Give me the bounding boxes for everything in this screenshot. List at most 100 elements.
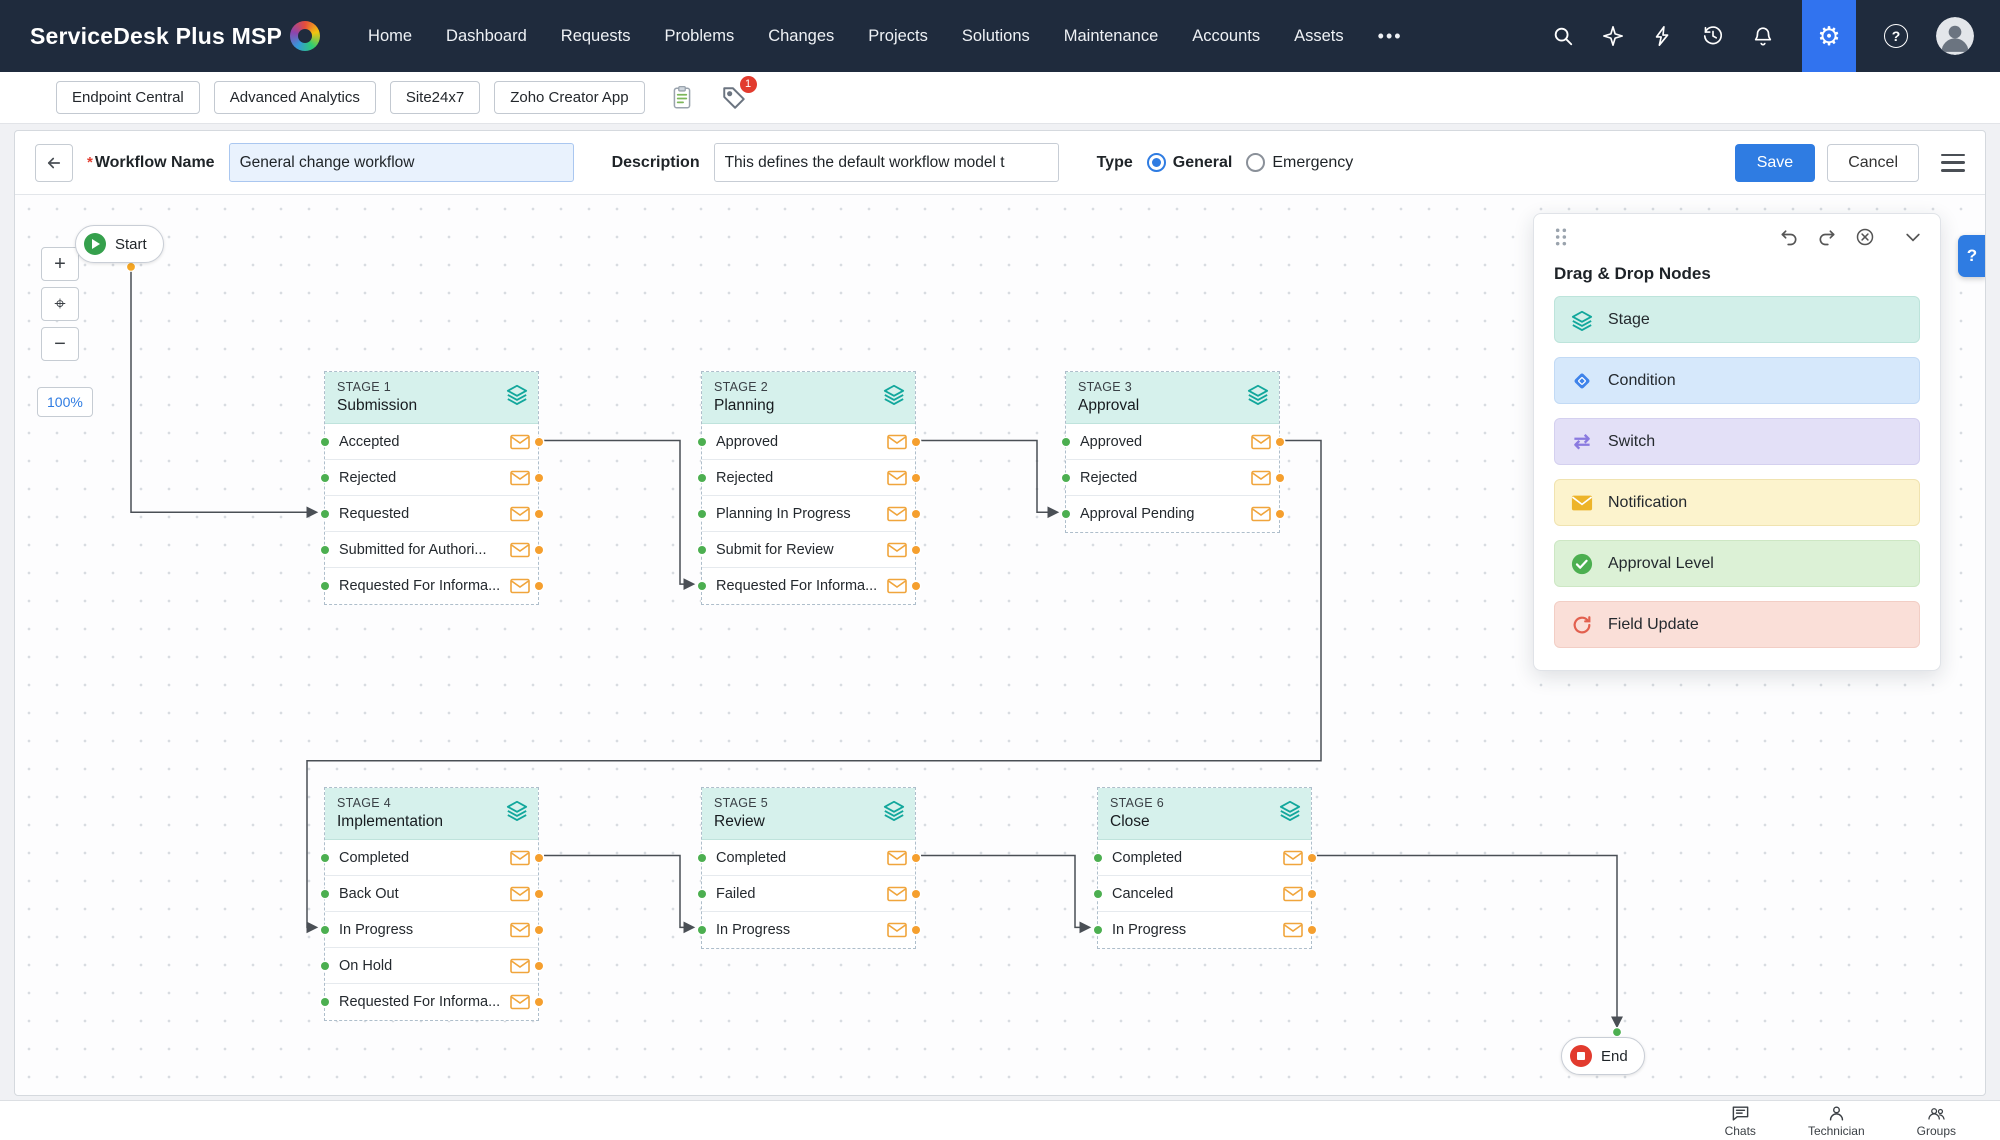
brand-logo[interactable]: ServiceDesk Plus MSP xyxy=(30,21,321,51)
mail-icon[interactable] xyxy=(510,922,530,937)
footer-technician[interactable]: Technician xyxy=(1808,1104,1865,1138)
mail-icon[interactable] xyxy=(1283,850,1303,865)
menu-icon[interactable] xyxy=(1941,153,1965,172)
stage-row[interactable]: Rejected xyxy=(325,460,538,496)
mail-icon[interactable] xyxy=(887,850,907,865)
description-input[interactable] xyxy=(713,143,1059,182)
zoom-level-badge[interactable]: 100% xyxy=(37,387,93,417)
mail-icon[interactable] xyxy=(510,578,530,594)
mail-icon[interactable] xyxy=(510,506,530,521)
stage-row[interactable]: In Progress xyxy=(1098,912,1311,948)
mail-icon[interactable] xyxy=(510,434,530,449)
mail-icon[interactable] xyxy=(510,470,530,485)
stage-row[interactable]: Back Out xyxy=(325,876,538,912)
stage-header[interactable]: STAGE 6 Close xyxy=(1098,788,1311,840)
stage-row[interactable]: Completed xyxy=(325,840,538,876)
stage-row[interactable]: In Progress xyxy=(325,912,538,948)
stage-row[interactable]: Submit for Review xyxy=(702,532,915,568)
zoom-out-button[interactable]: − xyxy=(41,327,79,361)
search-icon[interactable] xyxy=(1552,25,1574,47)
mail-icon[interactable] xyxy=(887,886,907,901)
workflow-name-input[interactable] xyxy=(228,143,574,182)
nav-dashboard[interactable]: Dashboard xyxy=(446,26,527,45)
mail-icon[interactable] xyxy=(1251,470,1271,485)
stage-node-1[interactable]: STAGE 1 Submission Accepted Rejected Req… xyxy=(324,371,539,605)
mail-icon[interactable] xyxy=(887,922,907,938)
nav-home[interactable]: Home xyxy=(368,26,413,45)
chevron-down-icon[interactable] xyxy=(1902,226,1924,248)
stage-row[interactable]: Failed xyxy=(702,876,915,912)
close-icon[interactable] xyxy=(1854,226,1876,248)
tab-advanced-analytics[interactable]: Advanced Analytics xyxy=(213,81,376,114)
stage-row[interactable]: Accepted xyxy=(325,424,538,460)
stage-header[interactable]: STAGE 4 Implementation xyxy=(325,788,538,840)
drag-handle-icon[interactable] xyxy=(1550,226,1572,248)
stage-node-4[interactable]: STAGE 4 Implementation Completed Back Ou… xyxy=(324,787,539,1021)
stage-row[interactable]: Requested For Informa... xyxy=(325,568,538,604)
stage-row[interactable]: Requested For Informa... xyxy=(702,568,915,604)
mail-icon[interactable] xyxy=(1251,506,1271,522)
nav-more-menu[interactable]: ••• xyxy=(1377,25,1403,46)
nav-changes[interactable]: Changes xyxy=(768,26,835,45)
tab-endpoint-central[interactable]: Endpoint Central xyxy=(56,81,200,114)
mail-icon[interactable] xyxy=(510,850,530,865)
history-icon[interactable] xyxy=(1702,25,1724,47)
help-icon[interactable]: ? xyxy=(1884,24,1908,48)
nav-requests[interactable]: Requests xyxy=(560,26,631,45)
stage-row[interactable]: Submitted for Authori... xyxy=(325,532,538,568)
stage-header[interactable]: STAGE 1 Submission xyxy=(325,372,538,424)
palette-item-approval-level[interactable]: Approval Level xyxy=(1554,540,1920,587)
sparkle-icon[interactable] xyxy=(1602,25,1624,47)
palette-item-condition[interactable]: Condition xyxy=(1554,357,1920,404)
nav-solutions[interactable]: Solutions xyxy=(961,26,1030,45)
bell-icon[interactable] xyxy=(1752,25,1774,47)
footer-groups[interactable]: Groups xyxy=(1917,1104,1956,1138)
nav-maintenance[interactable]: Maintenance xyxy=(1063,26,1159,45)
mail-icon[interactable] xyxy=(510,994,530,1010)
center-view-button[interactable]: ⌖ xyxy=(41,287,79,321)
stage-header[interactable]: STAGE 2 Planning xyxy=(702,372,915,424)
stage-row[interactable]: Completed xyxy=(702,840,915,876)
stage-header[interactable]: STAGE 3 Approval xyxy=(1066,372,1279,424)
clipboard-icon[interactable] xyxy=(667,83,697,113)
footer-chats[interactable]: Chats xyxy=(1725,1104,1756,1138)
end-node[interactable]: End xyxy=(1561,1037,1645,1075)
mail-icon[interactable] xyxy=(1283,922,1303,938)
nav-accounts[interactable]: Accounts xyxy=(1192,26,1261,45)
stage-row[interactable]: In Progress xyxy=(702,912,915,948)
palette-item-stage[interactable]: Stage xyxy=(1554,296,1920,343)
stage-row[interactable]: Canceled xyxy=(1098,876,1311,912)
stage-row[interactable]: Requested xyxy=(325,496,538,532)
nav-problems[interactable]: Problems xyxy=(664,26,735,45)
help-tab[interactable]: ? xyxy=(1958,235,1985,277)
type-radio-emergency[interactable]: Emergency xyxy=(1246,153,1353,172)
cancel-button[interactable]: Cancel xyxy=(1827,143,1919,182)
palette-item-switch[interactable]: ⇄ Switch xyxy=(1554,418,1920,465)
stage-row[interactable]: On Hold xyxy=(325,948,538,984)
mail-icon[interactable] xyxy=(1283,886,1303,901)
mail-icon[interactable] xyxy=(510,542,530,557)
undo-icon[interactable] xyxy=(1778,226,1800,248)
mail-icon[interactable] xyxy=(887,578,907,594)
back-button[interactable] xyxy=(35,143,73,182)
tag-icon[interactable]: 1 xyxy=(719,75,757,113)
avatar[interactable] xyxy=(1936,17,1974,55)
stage-node-3[interactable]: STAGE 3 Approval Approved Rejected Appro… xyxy=(1065,371,1280,533)
stage-row[interactable]: Approved xyxy=(1066,424,1279,460)
stage-row[interactable]: Approved xyxy=(702,424,915,460)
gear-icon[interactable]: ⚙ xyxy=(1802,0,1856,72)
mail-icon[interactable] xyxy=(510,958,530,973)
redo-icon[interactable] xyxy=(1816,226,1838,248)
type-radio-general[interactable]: General xyxy=(1146,153,1232,172)
stage-row[interactable]: Rejected xyxy=(702,460,915,496)
stage-row[interactable]: Approval Pending xyxy=(1066,496,1279,532)
mail-icon[interactable] xyxy=(510,886,530,901)
stage-row[interactable]: Planning In Progress xyxy=(702,496,915,532)
stage-header[interactable]: STAGE 5 Review xyxy=(702,788,915,840)
stage-node-2[interactable]: STAGE 2 Planning Approved Rejected Plann… xyxy=(701,371,916,605)
mail-icon[interactable] xyxy=(887,434,907,449)
workflow-canvas[interactable]: + ⌖ − 100% Start STAGE 1 Submission Acce… xyxy=(15,195,1985,1095)
start-node[interactable]: Start xyxy=(75,225,164,263)
mail-icon[interactable] xyxy=(887,506,907,521)
stage-node-6[interactable]: STAGE 6 Close Completed Canceled In Prog… xyxy=(1097,787,1312,949)
